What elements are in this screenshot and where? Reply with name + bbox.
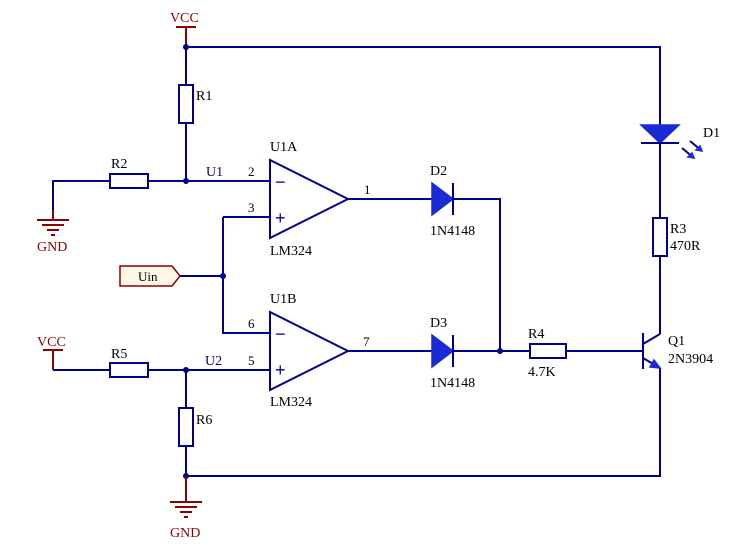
vcc-top-symbol: VCC xyxy=(170,11,199,47)
r5-ref: R5 xyxy=(111,347,127,362)
q1-part: 2N3904 xyxy=(668,352,713,367)
gnd-bottom-label: GND xyxy=(170,526,200,541)
top-rail-wire xyxy=(186,46,661,125)
diode-d2 xyxy=(431,181,455,217)
u1b-part: LM324 xyxy=(270,395,312,410)
d3-part: 1N4148 xyxy=(430,376,475,391)
bottom-rail-wire xyxy=(186,368,661,477)
u1b-plus-sign: + xyxy=(275,360,286,380)
d2-ref: D2 xyxy=(430,164,447,179)
resistor-r6 xyxy=(178,407,194,447)
u1b-ref: U1B xyxy=(270,292,296,307)
transistor-q1 xyxy=(642,333,662,369)
r1-ref: R1 xyxy=(196,89,212,104)
gnd-left-wire xyxy=(52,180,110,220)
uin-label: Uin xyxy=(138,269,158,284)
d3-ref: D3 xyxy=(430,316,447,331)
net-u1-label: U1 xyxy=(206,165,223,180)
u1a-pin-inv: 2 xyxy=(248,164,255,179)
vcc-left-symbol xyxy=(43,349,63,370)
r2-ref: R2 xyxy=(111,157,127,172)
junction-diodes xyxy=(497,348,503,354)
resistor-r1 xyxy=(178,84,194,124)
u1a-part: LM324 xyxy=(270,244,312,259)
resistor-r4 xyxy=(529,343,567,359)
u1a-pin-out: 1 xyxy=(364,182,371,197)
resistor-r3 xyxy=(652,217,668,257)
r3-value: 470R xyxy=(670,239,701,254)
r4-value: 4.7K xyxy=(528,365,556,380)
r3-ref: R3 xyxy=(670,222,686,237)
gnd-left-label: GND xyxy=(37,240,67,255)
resistor-r2 xyxy=(109,173,149,189)
diode-d3 xyxy=(431,333,455,369)
d2-out-wire xyxy=(453,198,501,352)
u1b-minus-sign: − xyxy=(275,324,286,344)
r6-ref: R6 xyxy=(196,413,212,428)
r4-ref: R4 xyxy=(528,327,544,342)
d2-part: 1N4148 xyxy=(430,224,475,239)
u1b-pin-inv: 6 xyxy=(248,316,255,331)
junction-u1 xyxy=(183,178,189,184)
u1a-minus-sign: − xyxy=(275,172,286,192)
net-u2-label: U2 xyxy=(205,354,222,369)
opamp-u1b: − + xyxy=(269,310,351,392)
led-d1 xyxy=(639,124,704,159)
gnd-left-symbol xyxy=(37,210,69,236)
u1b-pin-out: 7 xyxy=(363,334,370,349)
u1a-plus-sign: + xyxy=(275,208,286,228)
d1-ref: D1 xyxy=(703,126,720,141)
uin-split-wire xyxy=(222,217,270,334)
resistor-r5 xyxy=(109,362,149,378)
u1a-ref: U1A xyxy=(270,140,298,155)
opamp-u1a: − + xyxy=(269,158,351,240)
u1a-pin-noninv: 3 xyxy=(248,200,255,215)
q1-ref: Q1 xyxy=(668,334,685,349)
uin-port: Uin xyxy=(119,265,181,287)
vcc-top-label: VCC xyxy=(170,11,199,26)
u1b-pin-noninv: 5 xyxy=(248,353,255,368)
vcc-left-label: VCC xyxy=(37,335,66,350)
junction-uin xyxy=(220,273,226,279)
gnd-bottom-symbol xyxy=(170,501,202,518)
